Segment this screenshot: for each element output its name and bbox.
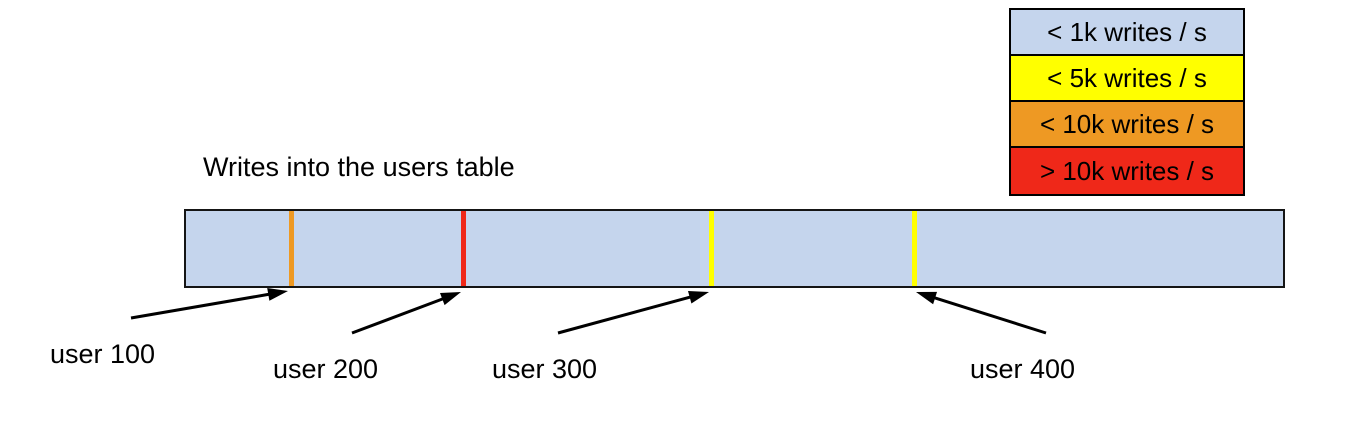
users-table-keyspace-bar xyxy=(184,209,1285,288)
annotation-user-100-shaft xyxy=(130,292,272,320)
legend-item-label: < 10k writes / s xyxy=(1039,109,1215,139)
legend-item-over-10k: > 10k writes / s xyxy=(1011,148,1243,194)
marker-user-400 xyxy=(912,211,917,286)
annotation-user-200-shaft xyxy=(351,296,446,335)
label-user-300: user 300 xyxy=(492,354,598,384)
marker-user-300 xyxy=(709,211,714,286)
diagram-caption: Writes into the users table xyxy=(203,152,515,182)
legend-item-under-5k: < 5k writes / s xyxy=(1011,56,1243,102)
legend-item-label: < 1k writes / s xyxy=(1047,17,1207,47)
label-user-400: user 400 xyxy=(970,354,1076,384)
annotation-user-100-head xyxy=(267,287,288,301)
annotation-user-200-head xyxy=(439,292,461,306)
label-user-100: user 100 xyxy=(50,339,156,369)
label-user-200: user 200 xyxy=(273,354,379,384)
annotation-user-300-shaft xyxy=(557,295,693,335)
annotation-user-300-head xyxy=(687,290,709,304)
legend-item-label: > 10k writes / s xyxy=(1039,156,1215,186)
annotation-user-400-head xyxy=(916,291,938,305)
legend-item-under-1k: < 1k writes / s xyxy=(1011,10,1243,56)
writes-rate-legend: < 1k writes / s < 5k writes / s < 10k wr… xyxy=(1009,8,1245,196)
legend-item-under-10k: < 10k writes / s xyxy=(1011,102,1243,148)
marker-user-100 xyxy=(289,211,294,286)
legend-item-label: < 5k writes / s xyxy=(1047,63,1207,93)
annotation-user-400-shaft xyxy=(931,295,1047,335)
marker-user-200 xyxy=(461,211,466,286)
